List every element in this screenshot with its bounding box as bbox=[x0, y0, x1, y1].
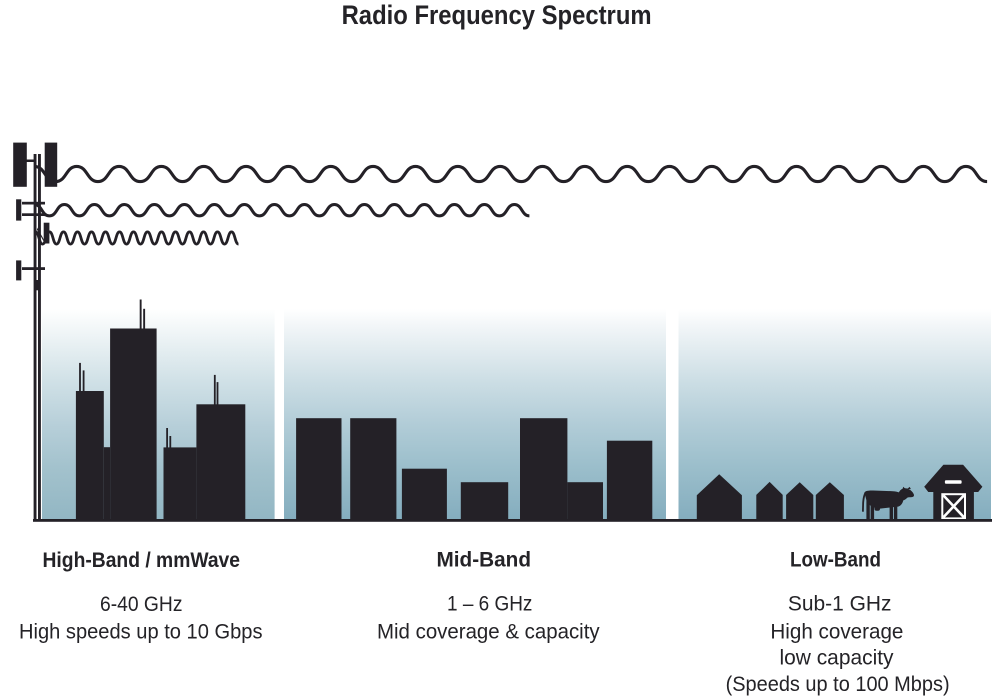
svg-text:low capacity: low capacity bbox=[780, 646, 894, 669]
svg-text:High-Band / mmWave: High-Band / mmWave bbox=[43, 549, 241, 572]
svg-text:Low-Band: Low-Band bbox=[790, 548, 881, 571]
svg-text:High coverage: High coverage bbox=[770, 620, 903, 643]
svg-text:6-40 GHz: 6-40 GHz bbox=[100, 593, 183, 616]
svg-text:Sub-1 GHz: Sub-1 GHz bbox=[788, 592, 892, 615]
svg-text:(Speeds up to 100 Mbps): (Speeds up to 100 Mbps) bbox=[726, 673, 950, 696]
svg-text:Mid coverage & capacity: Mid coverage & capacity bbox=[377, 620, 600, 643]
svg-text:High speeds up to 10 Gbps: High speeds up to 10 Gbps bbox=[19, 620, 263, 643]
svg-text:Radio Frequency Spectrum: Radio Frequency Spectrum bbox=[342, 0, 652, 30]
svg-text:1 – 6 GHz: 1 – 6 GHz bbox=[447, 592, 532, 615]
svg-text:Mid-Band: Mid-Band bbox=[437, 548, 532, 571]
